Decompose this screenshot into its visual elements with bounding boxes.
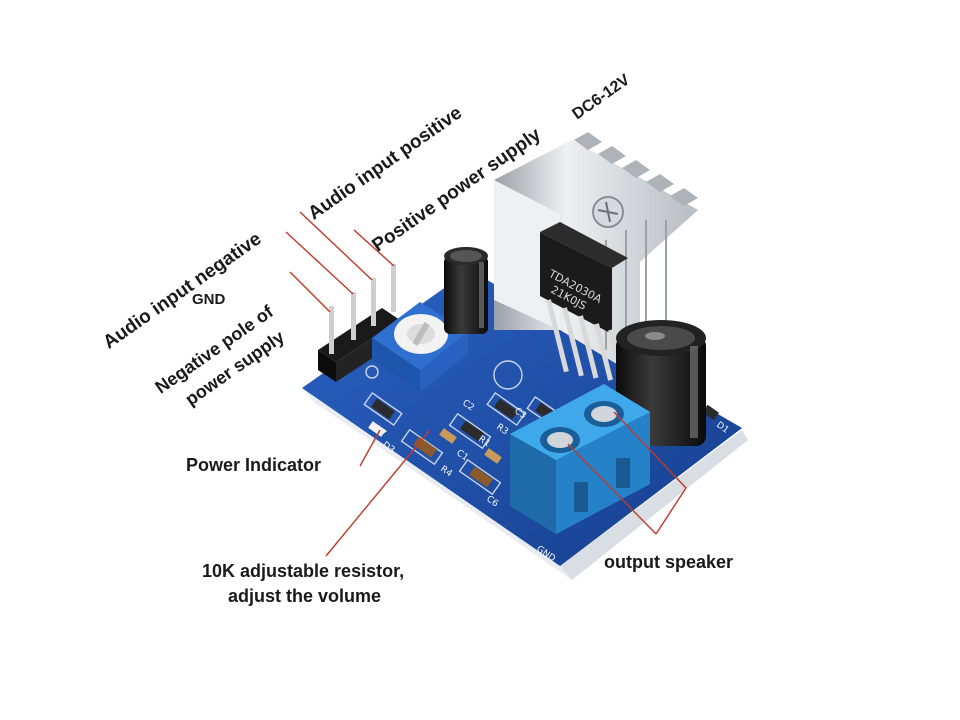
label-power-indicator: Power Indicator [186, 455, 322, 475]
pcb-edge [302, 388, 572, 580]
label-adjustable-resistor-line1: 10K adjustable resistor, [202, 561, 405, 581]
label-gnd: GND [192, 291, 226, 308]
leader-negative-pole [289, 271, 331, 313]
leader-audio-negative [285, 231, 354, 295]
leader-speaker-a [613, 411, 687, 535]
leader-positive-supply [353, 229, 395, 267]
power-led [368, 421, 386, 437]
label-adjustable-resistor-line2: adjust the volume [228, 586, 382, 606]
screw-terminal [510, 384, 650, 534]
label-output-speaker: output speaker [604, 552, 734, 572]
amplifier-chip: TDA2030A 21K0JS [540, 222, 628, 381]
leader-speaker-b [567, 443, 657, 535]
annotation-lines [285, 211, 687, 557]
smd-components [371, 398, 720, 488]
leader-power-indicator [359, 429, 381, 467]
leader-resistor [325, 429, 431, 557]
small-capacitor [444, 247, 488, 334]
leader-audio-positive [299, 211, 373, 281]
pcb-edge-right [560, 430, 748, 580]
